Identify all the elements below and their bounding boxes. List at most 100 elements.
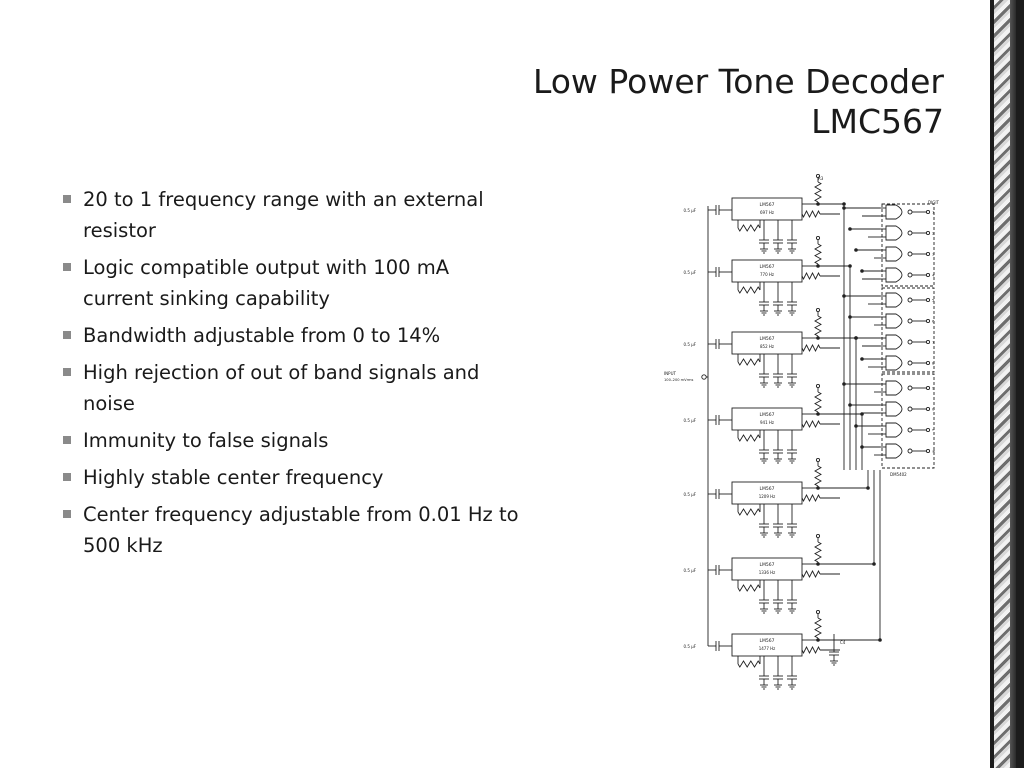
resistor-icon — [814, 315, 822, 337]
nor-gate-icon — [885, 380, 903, 396]
input-terminal-icon — [701, 374, 707, 380]
resistor-icon — [737, 584, 761, 592]
bullet-item: Immunity to false signals — [62, 425, 524, 456]
junction-dot — [854, 336, 858, 340]
resistor-icon — [801, 569, 821, 579]
coupling-cap-label: 0.5 μF — [684, 418, 697, 423]
output-terminal-icon — [925, 406, 931, 412]
output-terminal-icon — [925, 427, 931, 433]
nor-gate-icon — [885, 267, 903, 283]
gate-ic-label: DM5402 — [890, 472, 907, 477]
input-sublabel: 100–200 mVrms — [664, 378, 694, 382]
junction-dot — [854, 424, 858, 428]
output-terminal-icon — [925, 318, 931, 324]
inverter-bubble-icon — [907, 272, 913, 278]
bullet-item: Logic compatible output with 100 mA curr… — [62, 252, 524, 314]
bullet-item: Center frequency adjustable from 0.01 Hz… — [62, 499, 524, 561]
supply-terminal-icon — [815, 383, 821, 389]
bullet-item: Highly stable center frequency — [62, 462, 524, 493]
gate-package-outline — [881, 203, 935, 287]
nor-gate-icon — [885, 246, 903, 262]
lm567-chip-icon — [731, 407, 803, 431]
bullet-text: Logic compatible output with 100 mA curr… — [83, 256, 450, 310]
resistor-icon — [737, 358, 761, 366]
supply-terminal-icon — [815, 235, 821, 241]
gate-package-outline — [881, 373, 935, 469]
bullet-text: Bandwidth adjustable from 0 to 14% — [83, 324, 441, 347]
chip-label: LM567 — [760, 412, 775, 418]
inverter-bubble-icon — [907, 318, 913, 324]
bullet-text: Immunity to false signals — [83, 429, 329, 452]
chip-label: LM567 — [760, 202, 775, 208]
bullet-item: Bandwidth adjustable from 0 to 14% — [62, 320, 524, 351]
bullet-list: 20 to 1 frequency range with an external… — [62, 184, 524, 567]
chip-frequency-label: 770 Hz — [760, 272, 774, 277]
bullet-item: High rejection of out of band signals an… — [62, 357, 524, 419]
nor-gate-icon — [885, 422, 903, 438]
junction-dot — [848, 403, 852, 407]
coupling-cap-label: 0.5 μF — [684, 492, 697, 497]
bullet-square-icon — [63, 510, 71, 518]
nor-gate-icon — [885, 225, 903, 241]
digit-output-label: 3 — [932, 252, 935, 257]
input-label: INPUT — [664, 371, 677, 376]
digit-output-label: 1 — [932, 210, 935, 215]
coupling-cap-label: 0.5 μF — [684, 644, 697, 649]
nor-gate-icon — [885, 401, 903, 417]
inverter-bubble-icon — [907, 406, 913, 412]
output-terminal-icon — [925, 448, 931, 454]
coupling-cap-label: 0.5 μF — [684, 342, 697, 347]
digit-output-label: 9 — [932, 386, 935, 391]
inverter-bubble-icon — [907, 297, 913, 303]
supply-terminal-icon — [815, 173, 821, 179]
lm567-chip-icon — [731, 197, 803, 221]
inverter-bubble-icon — [907, 360, 913, 366]
output-terminal-icon — [925, 297, 931, 303]
bullet-square-icon — [63, 263, 71, 271]
inverter-bubble-icon — [907, 230, 913, 236]
resistor-icon — [737, 508, 761, 516]
junction-dot — [860, 445, 864, 449]
output-terminal-icon — [925, 209, 931, 215]
output-terminal-icon — [925, 272, 931, 278]
output-terminal-icon — [925, 230, 931, 236]
inverter-bubble-icon — [907, 385, 913, 391]
slide-title: Low Power Tone Decoder LMC567 — [533, 62, 944, 142]
output-terminal-icon — [925, 360, 931, 366]
part-label: R3 — [818, 176, 824, 181]
supply-terminal-icon — [815, 457, 821, 463]
nor-gate-icon — [885, 204, 903, 220]
resistor-icon — [737, 286, 761, 294]
chip-frequency-label: 1209 Hz — [759, 494, 776, 499]
chip-frequency-label: 941 Hz — [760, 420, 774, 425]
output-terminal-icon — [925, 251, 931, 257]
lm567-chip-icon — [731, 557, 803, 581]
bullet-square-icon — [63, 368, 71, 376]
bullet-text: High rejection of out of band signals an… — [83, 361, 480, 415]
decorative-gloss — [1010, 0, 1016, 768]
coupling-cap-label: 0.5 μF — [684, 568, 697, 573]
chip-label: LM567 — [760, 638, 775, 644]
nor-gate-icon — [885, 313, 903, 329]
chip-label: LM567 — [760, 486, 775, 492]
output-terminal-icon — [925, 385, 931, 391]
inverter-bubble-icon — [907, 448, 913, 454]
bullet-square-icon — [63, 195, 71, 203]
junction-dot — [848, 227, 852, 231]
digit-header-label: DIGIT — [928, 200, 940, 205]
resistor-icon — [737, 224, 761, 232]
lm567-chip-icon — [731, 259, 803, 283]
junction-dot — [860, 269, 864, 273]
junction-dot — [854, 248, 858, 252]
chip-frequency-label: 1477 Hz — [759, 646, 776, 651]
resistor-icon — [737, 434, 761, 442]
nor-gate-icon — [885, 334, 903, 350]
bullet-square-icon — [63, 473, 71, 481]
digit-output-label: 5 — [932, 298, 935, 303]
junction-dot — [842, 382, 846, 386]
supply-terminal-icon — [815, 533, 821, 539]
junction-dot — [842, 294, 846, 298]
digit-output-label: 0 — [932, 407, 935, 412]
resistor-icon — [801, 419, 821, 429]
